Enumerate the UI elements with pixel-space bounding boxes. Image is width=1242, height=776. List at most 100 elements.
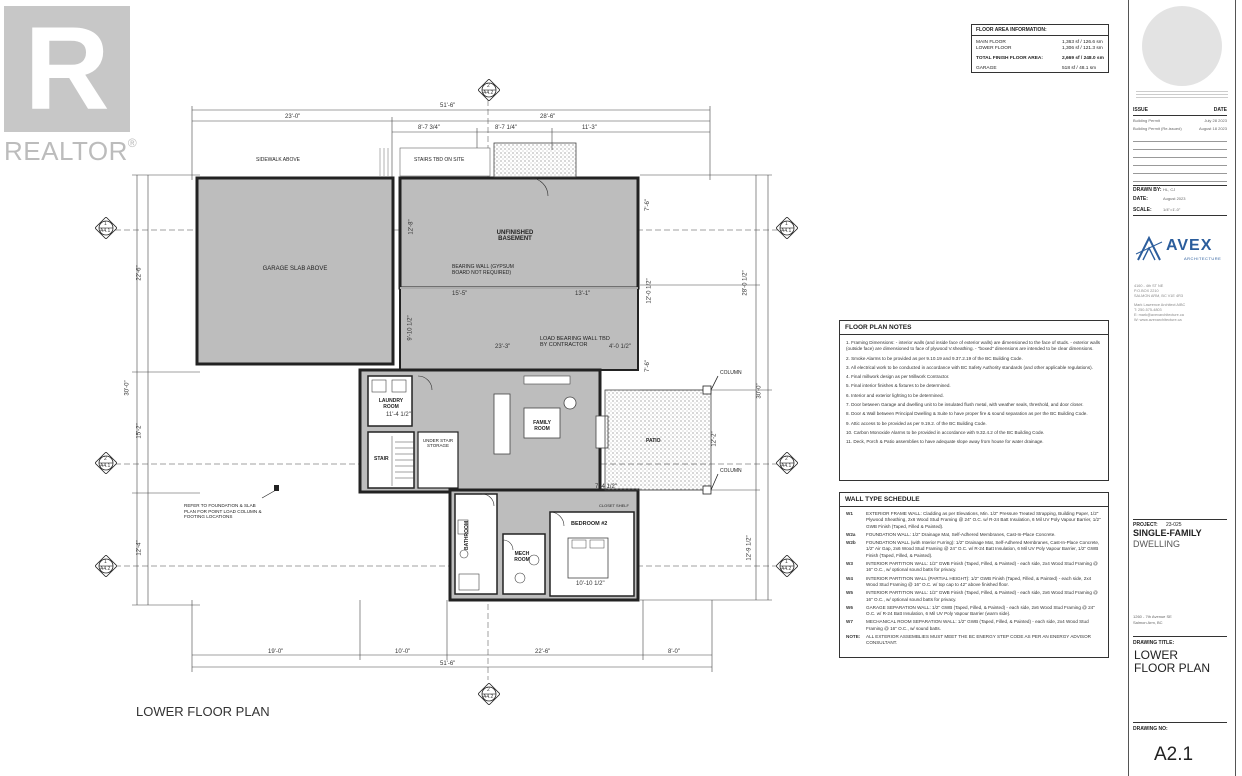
firm-line: 4160 - 4th ST NE [1134,284,1164,288]
issue-row: Building Permit July 28 2023 [1133,118,1227,123]
dim-right-5: 30'-0" [756,383,763,399]
seal-lines [1136,89,1228,101]
drawn-by-row: DRAWN BY: HL, CJ [1133,185,1227,193]
room-family: FAMILY ROOM [533,420,551,432]
room-bathroom: BATHROOM [464,520,470,550]
marker-number: 1 [104,221,107,227]
note-item: 11. Deck, Porch & Patio assemblies to ha… [846,439,1044,445]
issue-blank-rows [1133,134,1227,182]
seal-circle [1142,6,1222,86]
column-label-1: COLUMN [720,370,742,376]
drawing-title-line: FLOOR PLAN [1134,661,1211,675]
schedule-title: WALL TYPE SCHEDULE [840,493,1108,507]
project-address: 1260 - 7th Avenue SE Salmon Arm, BC [1133,614,1172,625]
section-marker-left-1: 1 A4.1 [94,216,118,240]
issue-row: Building Permit (Re-issued) August 18 20… [1133,126,1227,131]
drawn-by-value: HL, CJ [1163,187,1176,192]
dim-inner-5: 9'-10 1/2" [407,315,414,341]
drawing-title-line: LOWER [1134,648,1179,662]
floor-area-total-value: 2,669 sf / 248.0 sm [1062,56,1104,61]
drawing-no-label: DRAWING NO: [1133,726,1168,732]
drawing-number: A2.1 [1154,744,1194,765]
note-item: 5. Final interior finishes & fixtures to… [846,383,951,389]
wall-code: W3 [846,561,853,567]
floor-area-label: LOWER FLOOR [976,46,1012,51]
dim-left-3: 15'-2" [136,423,143,439]
dim-top-5: 11'-3" [582,125,597,131]
drawing-title-label: DRAWING TITLE: [1133,640,1175,646]
dim-right-7: 12'-9 1/2" [746,535,753,561]
dim-top-2: 28'-6" [540,114,556,120]
note-item: 8. Door & Wall between Principal Dwellin… [846,411,1088,417]
room-under-stair: UNDER STAIR STORAGE [422,438,454,448]
note-item: 9. Attic access to be provided as per 9.… [846,420,987,426]
section-marker-right-2: 2 A4.1 [775,451,799,475]
firm-line: P.O.BOX 2210 [1134,289,1159,293]
dim-right-6: 12'-2" [711,431,718,447]
scale-row: SCALE: 1/4"=1'-0" [1133,207,1227,216]
dim-top-1: 23'-0" [285,114,301,120]
drawing-title-row: DRAWING TITLE: [1133,636,1227,646]
floor-area-total-label: TOTAL FINISH FLOOR AREA: [976,56,1043,61]
firm-subtitle: ARCHITECTURE [1184,256,1222,261]
dim-inner-4: 4'-0 1/2" [609,344,631,350]
dim-right-2: 12'-0 1/2" [646,278,653,304]
date-value: August 2023 [1163,196,1186,201]
wall-code: W5 [846,590,853,596]
marker-sheet: A4.1 [100,228,111,234]
firm-line: Mark Lawrence Architect AIBC [1134,303,1186,307]
wall-desc: EXTERIOR FRAME WALL: Cladding as per Ele… [866,511,1101,529]
floor-area-value: 1,306 sf / 121.3 sm [1062,46,1103,51]
marker-number: 2 [785,456,788,462]
scale-label: SCALE: [1133,207,1152,213]
note-item: 1. Framing Dimensions: - interior walls … [846,340,1101,352]
closet-shelf-label: CLOSET SHELF [599,503,629,508]
marker-sheet: A4.2 [483,694,494,700]
floor-area-value: 1,363 sf / 126.6 sm [1062,40,1103,45]
sidewalk-label: SIDEWALK ABOVE [256,157,300,163]
drawing-no-row: DRAWING NO: [1133,722,1227,732]
room-garage-slab: GARAGE SLAB ABOVE [262,266,328,272]
wall-code: W2b [846,540,856,546]
stairs-tbd-label: STAIRS TBD ON SITE [414,157,465,163]
address-line: 1260 - 7th Avenue SE [1133,614,1172,619]
wall-desc: ALL EXTERIOR ASSEMBLIES MUST MEET THE BC… [866,634,1091,646]
dim-bottom-overall: 51'-6" [440,661,456,667]
drawing-title: LOWER FLOOR PLAN [1134,649,1210,675]
marker-sheet: A4.2 [781,566,792,572]
floor-area-value: 518 sf / 48.1 sm [1062,66,1097,71]
note-item: 4. Final millwork design as per Millwork… [846,374,950,380]
dim-left-4: 12'-4" [136,540,143,556]
dim-right-1: 7'-6" [644,199,651,211]
firm-line: SALMON ARM, BC V1E 4R3 [1134,294,1183,298]
dim-top-3: 8'-7 3/4" [418,125,440,131]
note-item: 10. Carbon Monoxide Alarms to be provide… [846,429,1045,435]
wall-desc: INTERIOR PARTITION WALL: 1/2" GWB Finish… [866,590,1098,602]
floor-area-title: FLOOR AREA INFORMATION: [972,25,1108,36]
bearing-wall-note: BEARING WALL (GYPSUM BOARD NOT REQUIRED) [452,264,514,276]
marker-sheet: A4.1 [100,463,111,469]
dim-overall-top: 51'-6" [440,103,456,109]
notes-title: FLOOR PLAN NOTES [840,321,1108,335]
dim-bottom-3: 22'-6" [535,649,551,655]
marker-number: 2 [487,83,490,89]
firm-name: AVEX [1166,237,1213,254]
drawn-by-label: DRAWN BY: [1133,187,1162,193]
address-line: Salmon Arm, BC [1133,619,1163,625]
issue-header: ISSUE DATE [1133,107,1227,116]
floor-area-label: MAIN FLOOR [976,40,1006,45]
marker-number: 2 [487,687,490,693]
dim-inner-9: 10'-10 1/2" [576,581,605,587]
wall-desc: GARAGE SEPARATION WALL: 1/2" GWB (Taped,… [866,604,1095,617]
scale-value: 1/4"=1'-0" [1163,207,1181,212]
firm-line: T: 250-575-4803 [1134,308,1162,312]
dim-right-3: 28'-0 1/2" [742,270,749,296]
wall-type-row: W5 INTERIOR PARTITION WALL: 1/2" GWB Fini… [846,590,1102,603]
note-item: 7. Door between Garage and dwelling unit… [846,402,1084,408]
